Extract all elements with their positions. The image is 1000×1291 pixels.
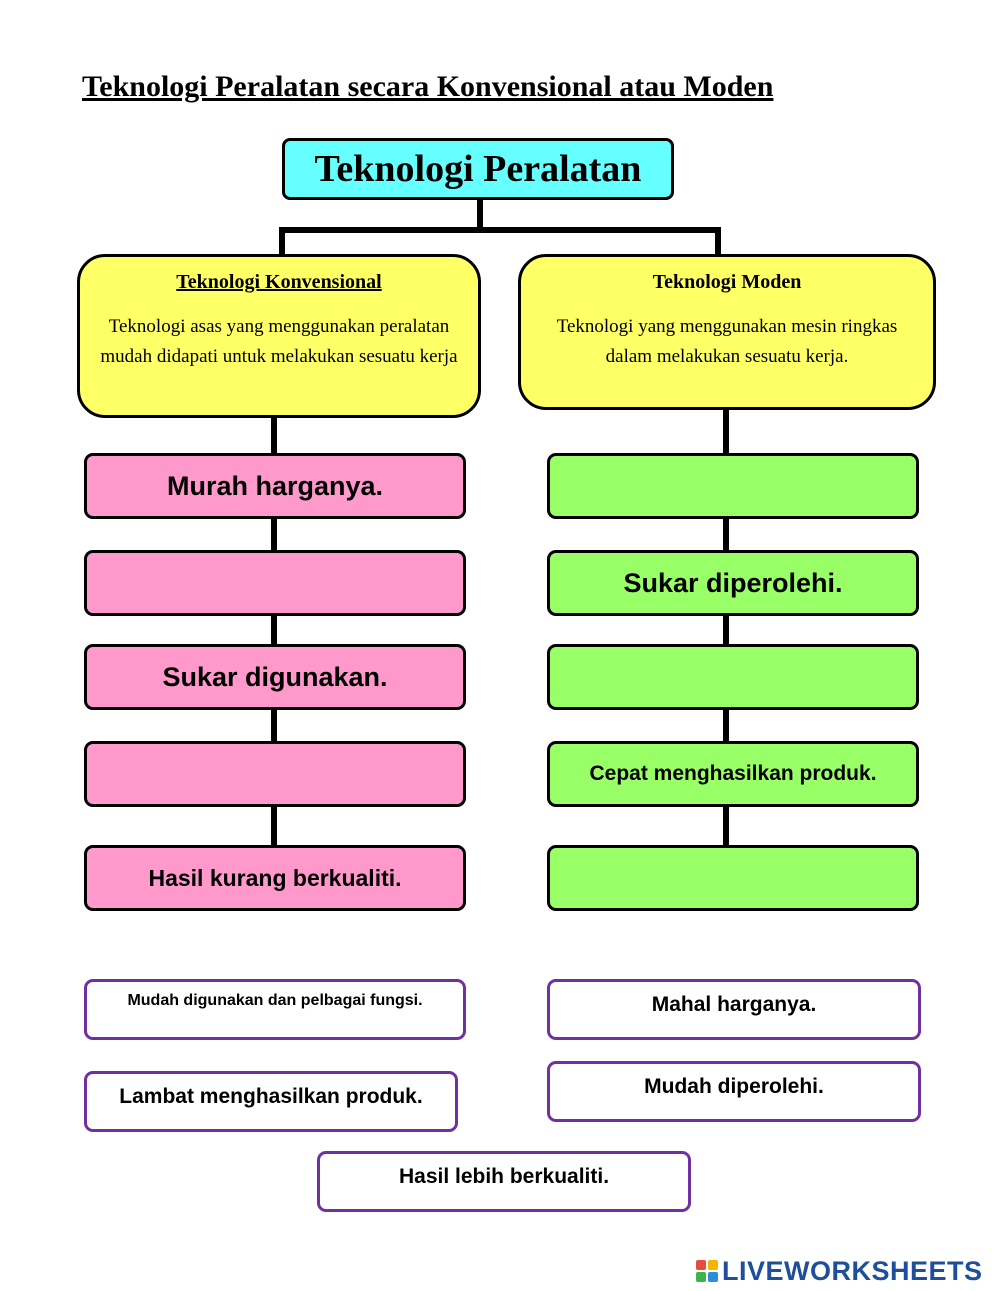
moden-slot-2[interactable]: Sukar diperolehi. [547,550,919,616]
connector-horizontal [279,227,721,233]
connector-root-down [477,199,483,231]
moden-slot-3[interactable] [547,644,919,710]
konvensional-slot-3[interactable]: Sukar digunakan. [84,644,466,710]
answer-option-5[interactable]: Hasil lebih berkualiti. [317,1151,691,1212]
category-konvensional-heading: Teknologi Konvensional [176,271,382,293]
moden-slot-5[interactable] [547,845,919,911]
category-konvensional: Teknologi Konvensional Teknologi asas ya… [77,254,481,418]
category-moden-description: Teknologi yang menggunakan mesin ringkas… [556,316,898,367]
konvensional-slot-2[interactable] [84,550,466,616]
konvensional-slot-4[interactable] [84,741,466,807]
connector-left-drop [279,227,285,257]
category-moden-heading: Teknologi Moden [652,271,802,293]
answer-option-4[interactable]: Mudah diperolehi. [547,1061,921,1122]
connector-right-column [723,408,729,850]
connector-left-column [271,415,277,850]
liveworksheets-logo-icon [696,1260,718,1282]
konvensional-slot-5[interactable]: Hasil kurang berkualiti. [84,845,466,911]
brand-name: LIVEWORKSHEETS [722,1255,983,1286]
moden-slot-4[interactable]: Cepat menghasilkan produk. [547,741,919,807]
worksheet-title: Teknologi Peralatan secara Konvensional … [82,70,774,103]
connector-right-drop [715,227,721,257]
root-node: Teknologi Peralatan [282,138,674,200]
moden-slot-1[interactable] [547,453,919,519]
category-moden: Teknologi Moden Teknologi yang menggunak… [518,254,936,410]
liveworksheets-brand: LIVEWORKSHEETS [696,1255,983,1286]
category-konvensional-description: Teknologi asas yang menggunakan peralata… [100,316,458,367]
answer-option-1[interactable]: Mudah digunakan dan pelbagai fungsi. [84,979,466,1040]
konvensional-slot-1[interactable]: Murah harganya. [84,453,466,519]
answer-option-2[interactable]: Mahal harganya. [547,979,921,1040]
answer-option-3[interactable]: Lambat menghasilkan produk. [84,1071,458,1132]
